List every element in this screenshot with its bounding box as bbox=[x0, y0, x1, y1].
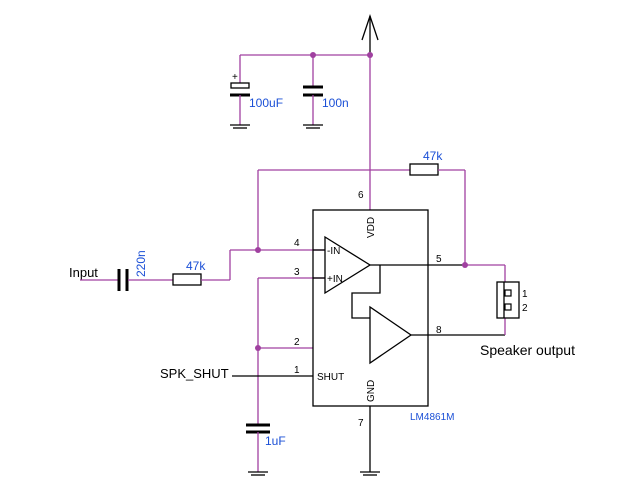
pin-number-1: 1 bbox=[294, 365, 300, 376]
connector-pin-2: 2 bbox=[522, 303, 528, 314]
pin-label-in-minus: -IN bbox=[327, 246, 340, 257]
pin-label-shut: SHUT bbox=[317, 372, 344, 383]
resistor-input bbox=[172, 273, 202, 286]
vdd-supply-arrow bbox=[361, 13, 379, 55]
pin-number-7: 7 bbox=[358, 418, 364, 429]
spk-shut-label: SPK_SHUT bbox=[160, 366, 229, 381]
opamp-2-symbol bbox=[369, 305, 413, 365]
pin-label-gnd: GND bbox=[366, 380, 377, 402]
resistor-feedback bbox=[409, 163, 439, 176]
capacitor-1uf-value: 1uF bbox=[265, 434, 286, 448]
pin-label-in-plus: +IN bbox=[327, 274, 343, 285]
pin-number-5: 5 bbox=[436, 254, 442, 265]
ic-part-number: LM4861M bbox=[410, 412, 454, 423]
pin-label-vdd: VDD bbox=[366, 217, 377, 238]
resistor-feedback-value: 47k bbox=[423, 149, 443, 163]
pin-number-3: 3 bbox=[294, 267, 300, 278]
capacitor-100n bbox=[303, 55, 323, 129]
connector-pin-1: 1 bbox=[522, 289, 528, 300]
pin-number-2: 2 bbox=[294, 337, 300, 348]
input-label: Input bbox=[69, 265, 98, 280]
capacitor-220n-value: 220n bbox=[134, 250, 148, 277]
capacitor-100uf bbox=[230, 55, 250, 129]
capacitor-1uf bbox=[246, 423, 270, 476]
junction-dot bbox=[255, 247, 261, 253]
pin-number-6: 6 bbox=[358, 190, 364, 201]
junction-dot bbox=[367, 52, 373, 58]
opamp-1-symbol bbox=[324, 235, 372, 295]
capacitor-100uf-value: 100uF bbox=[249, 96, 283, 110]
speaker-connector bbox=[496, 281, 520, 319]
junction-dot bbox=[255, 345, 261, 351]
junction-dot bbox=[462, 262, 468, 268]
capacitor-220n bbox=[117, 269, 129, 291]
resistor-input-value: 47k bbox=[186, 259, 206, 273]
capacitor-polarity-mark: + bbox=[232, 72, 238, 83]
internal-link bbox=[351, 265, 381, 319]
pin-number-8: 8 bbox=[436, 325, 442, 336]
capacitor-100n-value: 100n bbox=[322, 96, 349, 110]
pin-number-4: 4 bbox=[294, 238, 300, 249]
speaker-output-label: Speaker output bbox=[480, 342, 575, 358]
